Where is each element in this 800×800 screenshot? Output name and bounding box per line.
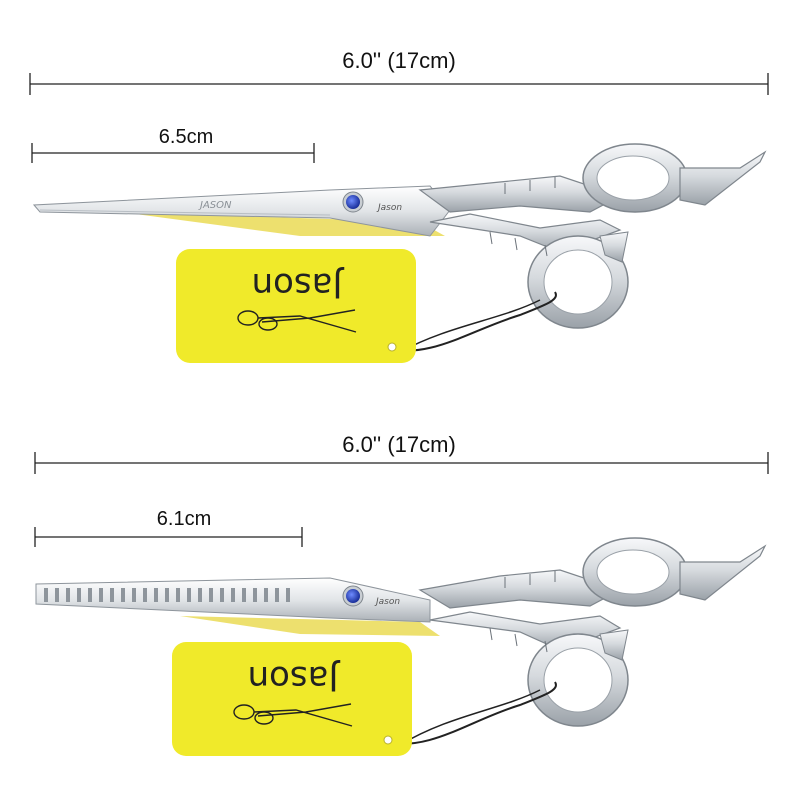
bottom-pivot-gem-icon [346, 589, 360, 603]
top-brand-tag: Jason [176, 249, 557, 363]
bottom-overall-length-label: 6.0'' (17cm) [342, 432, 456, 457]
bottom-tag-scissors-icon [233, 703, 353, 727]
top-tag-scissors-icon [237, 309, 357, 333]
top-blade-dimension-line [31, 143, 315, 163]
bottom-thinning-scissors: Jason [35, 537, 767, 727]
bottom-blade-length-label: 6.1cm [156, 508, 212, 530]
top-pivot-engraving: Jason [376, 203, 402, 213]
bottom-blade-dimension-line [34, 527, 303, 547]
bottom-overall-dimension-line [34, 452, 769, 474]
bottom-tag-logo: Jason [248, 658, 341, 698]
bottom-brand-tag: Jason [172, 642, 557, 756]
top-pivot-gem-icon [346, 195, 360, 209]
top-blade-length-label: 6.5cm [158, 126, 214, 148]
top-overall-dimension-line [29, 73, 769, 95]
top-blade-engraving: JASON [198, 200, 232, 211]
top-overall-length-label: 6.0'' (17cm) [342, 48, 456, 73]
top-cutting-scissors: JASON Jason [32, 143, 767, 329]
bottom-pivot-engraving: Jason [374, 597, 400, 607]
top-tag-logo: Jason [252, 265, 345, 305]
